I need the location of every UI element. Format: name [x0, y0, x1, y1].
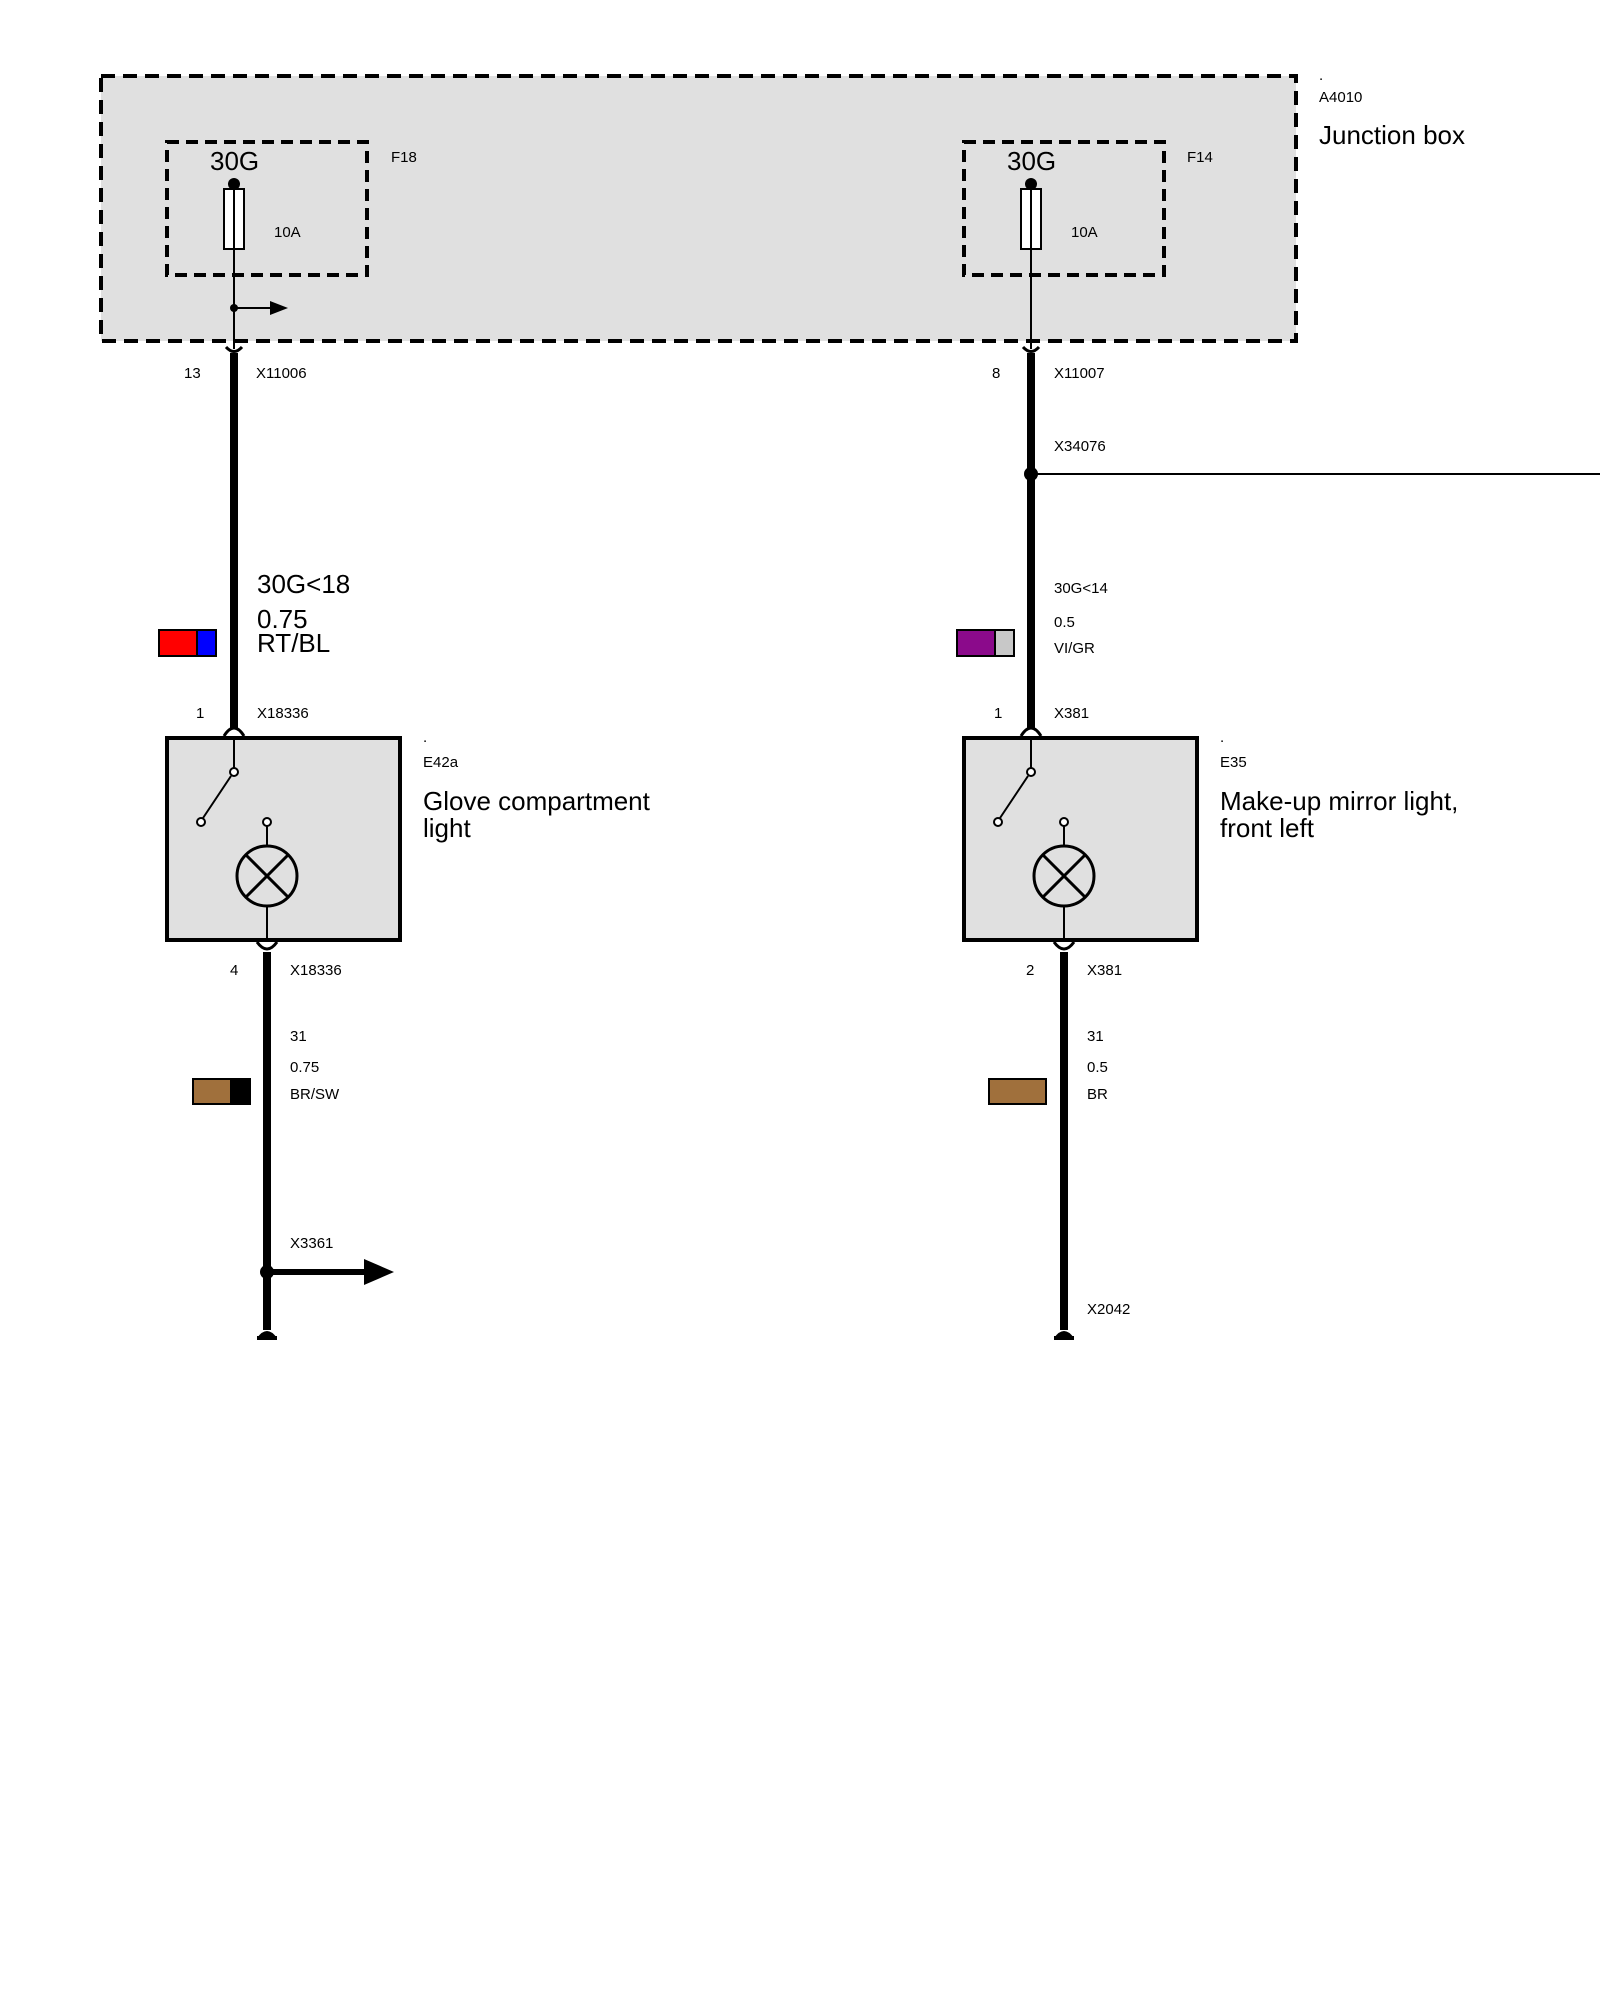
- fuse-f18-rating: 10A: [274, 224, 301, 241]
- right-component-pin-in: 1: [994, 705, 1002, 722]
- fuse-f14-id: F14: [1187, 149, 1213, 166]
- component-e35: [962, 736, 1199, 942]
- splice-x3361-arrow: [364, 1259, 394, 1285]
- e42a-switch-blade: [202, 775, 232, 819]
- fuse-holder-f14: [962, 140, 1166, 277]
- right-component-dot: .: [1220, 729, 1224, 746]
- right-top-pin: 8: [992, 365, 1000, 382]
- component-e42a: [165, 736, 402, 942]
- connector-x381-in-symbol: [1019, 726, 1043, 737]
- right-ground-swatch: [988, 1078, 1047, 1105]
- left-wire-signal: 30G<18: [257, 569, 350, 599]
- e35-switch-contact-top: [1026, 767, 1036, 777]
- left-ground-size: 0.75: [290, 1059, 319, 1076]
- right-component-name-line1: Make-up mirror light,: [1220, 786, 1458, 816]
- junction-box: [99, 74, 1298, 343]
- right-wire-swatch-a: [956, 629, 996, 657]
- left-top-pin: 13: [184, 365, 201, 382]
- connector-x18336-out-symbol: [255, 941, 279, 951]
- left-top-connector: X11006: [256, 365, 307, 382]
- right-top-connector: X11007: [1054, 365, 1105, 382]
- left-ground-signal: 31: [290, 1028, 307, 1045]
- fuse-f18-branch-arrow: [270, 301, 288, 315]
- right-wire-color: VI/GR: [1054, 640, 1095, 657]
- e42a-lamp-terminal: [262, 817, 272, 827]
- fuse-f14-terminal: 30G: [1007, 146, 1056, 176]
- connector-x11006-symbol: [224, 345, 244, 353]
- connector-x381-out-symbol: [1052, 941, 1076, 951]
- left-component-name-line2: light: [423, 813, 471, 843]
- e42a-switch-contact-top: [229, 767, 239, 777]
- junction-box-code: A4010: [1319, 89, 1362, 106]
- junction-box-dot: .: [1319, 67, 1323, 84]
- e42a-switch-contact-bottom: [196, 817, 206, 827]
- right-wire-size: 0.5: [1054, 614, 1075, 631]
- left-ground-swatch-b: [230, 1078, 251, 1105]
- left-wire-size: 0.75: [257, 604, 308, 634]
- left-wire-swatch-b: [196, 629, 217, 657]
- left-wire-color: RT/BL: [257, 628, 330, 658]
- right-wire-signal: 30G<14: [1054, 580, 1108, 597]
- right-component-name-line2: front left: [1220, 813, 1315, 843]
- left-component-connector-out: X18336: [290, 962, 342, 979]
- left-wire-swatch-a: [158, 629, 198, 657]
- left-ground-color: BR/SW: [290, 1086, 340, 1103]
- connector-x11007-symbol: [1021, 345, 1041, 353]
- right-wire-swatch-b: [994, 629, 1015, 657]
- right-component-connector-out: X381: [1087, 962, 1122, 979]
- left-component-pin-out: 4: [230, 962, 238, 979]
- e35-switch-contact-bottom: [993, 817, 1003, 827]
- lamp-cross-b: [244, 853, 290, 899]
- right-ground-signal: 31: [1087, 1028, 1104, 1045]
- e35-switch-blade: [999, 775, 1029, 819]
- left-component-connector-in: X18336: [257, 705, 309, 722]
- right-component-code: E35: [1220, 754, 1247, 771]
- right-component-pin-out: 2: [1026, 962, 1034, 979]
- fuse-f14-rating: 10A: [1071, 224, 1098, 241]
- fuse-f18-id: F18: [391, 149, 417, 166]
- left-component-name-line1: Glove compartment: [423, 786, 651, 816]
- fuse-holder-f18: [165, 140, 369, 277]
- right-component-connector-in: X381: [1054, 705, 1089, 722]
- e35-lamp-terminal: [1059, 817, 1069, 827]
- left-component-pin-in: 1: [196, 705, 204, 722]
- right-ground-size: 0.5: [1087, 1059, 1108, 1076]
- junction-box-name: Junction box: [1319, 120, 1465, 150]
- connector-x18336-in-symbol: [222, 726, 246, 737]
- left-splice-label: X3361: [290, 1235, 333, 1252]
- left-component-code: E42a: [423, 754, 459, 771]
- right-ground-color: BR: [1087, 1086, 1108, 1103]
- right-ground-point-label: X2042: [1087, 1301, 1130, 1318]
- lamp-cross-b: [1041, 853, 1087, 899]
- fuse-f18-terminal: 30G: [210, 146, 259, 176]
- left-ground-swatch-a: [192, 1078, 232, 1105]
- left-component-dot: .: [423, 729, 427, 746]
- right-splice-label: X34076: [1054, 438, 1106, 455]
